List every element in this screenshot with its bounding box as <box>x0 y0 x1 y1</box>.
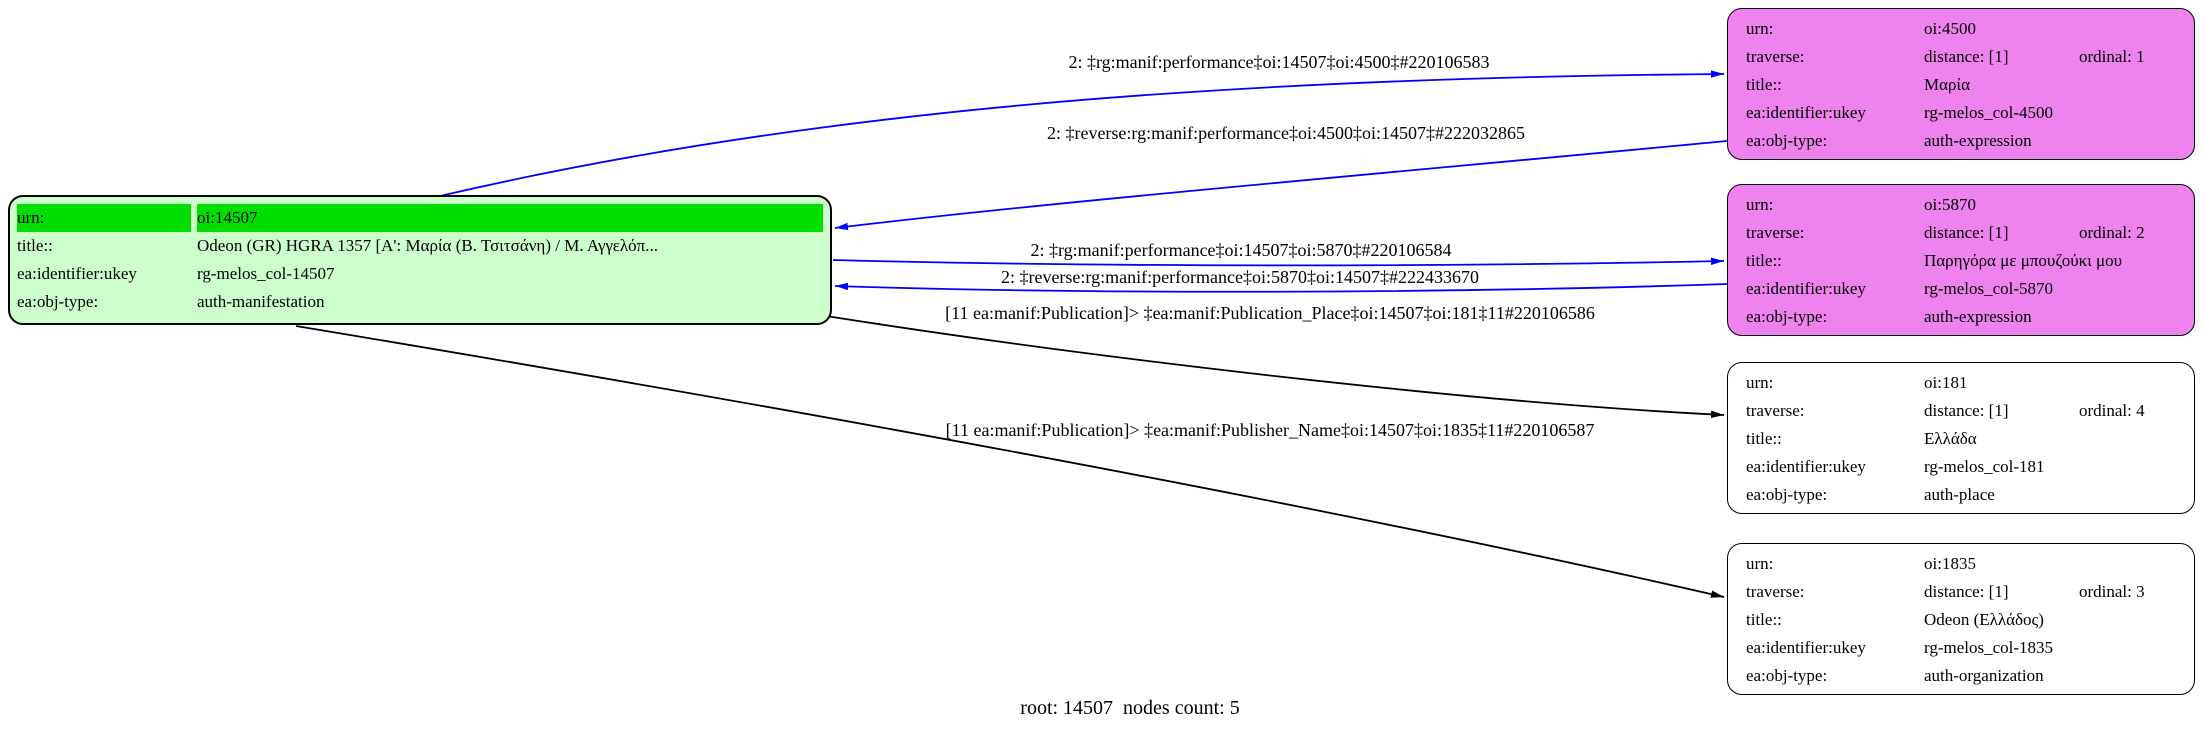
edge-reverse-performance-5870 <box>834 282 1728 293</box>
edge-label-reverse-performance-5870: 2: ‡reverse:rg:manif:performance‡oi:5870… <box>1000 267 1480 287</box>
field-value-title: Odeon (Ελλάδος) <box>1924 610 2044 629</box>
field-value-objtype: auth-expression <box>1924 131 2032 150</box>
edge-label-publication-place-181: [11 ea:manif:Publication]> ‡ea:manif:Pub… <box>945 303 1595 323</box>
field-label-ukey: ea:identifier:ukey <box>17 264 137 283</box>
field-value-title: Ελλάδα <box>1924 429 1977 448</box>
field-value-urn: oi:4500 <box>1924 19 1976 38</box>
edge-label-performance-4500: 2: ‡rg:manif:performance‡oi:14507‡oi:450… <box>1068 52 1490 72</box>
field-label-urn: urn: <box>17 204 191 232</box>
edge-performance-4500 <box>439 70 1725 197</box>
field-label-urn: urn: <box>1746 19 1774 38</box>
edge-publication-place-181 <box>825 315 1725 419</box>
edge-label-performance-5870: 2: ‡rg:manif:performance‡oi:14507‡oi:587… <box>1030 240 1452 260</box>
field-label-traverse: traverse: <box>1746 47 1805 66</box>
field-label-title: title:: <box>17 236 53 255</box>
traverse-distance: distance: [1] <box>1924 223 2009 242</box>
node-1835[interactable]: urn: oi:1835 traverse: distance: [1] ordi… <box>1727 543 2195 695</box>
field-label-objtype: ea:obj-type: <box>1746 666 1828 685</box>
edge-reverse-performance-4500 <box>834 140 1728 231</box>
field-label-title: title:: <box>1746 75 1782 94</box>
field-label-urn: urn: <box>1746 373 1774 392</box>
field-label-objtype: ea:obj-type: <box>1746 307 1828 326</box>
field-value-title: Μαρία <box>1924 75 1970 94</box>
field-label-title: title:: <box>1746 251 1782 270</box>
node-4500[interactable]: urn: oi:4500 traverse: distance: [1] ordi… <box>1727 8 2195 160</box>
field-value-urn: oi:14507 <box>197 204 823 232</box>
field-value-objtype: auth-organization <box>1924 666 2044 685</box>
field-label-objtype: ea:obj-type: <box>1746 485 1828 504</box>
field-label-ukey: ea:identifier:ukey <box>1746 279 1866 298</box>
field-label-traverse: traverse: <box>1746 401 1805 420</box>
traverse-distance: distance: [1] <box>1924 401 2009 420</box>
traverse-ordinal: ordinal: 4 <box>2079 401 2145 420</box>
node-181[interactable]: urn: oi:181 traverse: distance: [1] ordin… <box>1727 362 2195 514</box>
field-label-ukey: ea:identifier:ukey <box>1746 103 1866 122</box>
node-14507[interactable]: urn: oi:14507 title:: Odeon (GR) HGRA 13… <box>8 195 832 325</box>
field-value-traverse: distance: [1] ordinal: 1 <box>1924 43 2180 71</box>
field-value-ukey: rg-melos_col-4500 <box>1924 103 2054 122</box>
field-label-ukey: ea:identifier:ukey <box>1746 457 1866 476</box>
field-value-traverse: distance: [1] ordinal: 2 <box>1924 219 2180 247</box>
edge-publisher-name-1835 <box>295 325 1725 598</box>
traverse-distance: distance: [1] <box>1924 47 2009 66</box>
edge-label-reverse-performance-4500: 2: ‡reverse:rg:manif:performance‡oi:4500… <box>1046 123 1526 143</box>
field-value-objtype: auth-manifestation <box>197 292 325 311</box>
edge-label-publisher-name-1835: [11 ea:manif:Publication]> ‡ea:manif:Pub… <box>945 420 1595 440</box>
field-value-urn: oi:1835 <box>1924 554 1976 573</box>
field-value-traverse: distance: [1] ordinal: 4 <box>1924 397 2180 425</box>
node-5870[interactable]: urn: oi:5870 traverse: distance: [1] ordi… <box>1727 184 2195 336</box>
field-value-objtype: auth-expression <box>1924 307 2032 326</box>
traverse-distance: distance: [1] <box>1924 582 2009 601</box>
field-label-objtype: ea:obj-type: <box>1746 131 1828 150</box>
graph-caption: root: 14507 nodes count: 5 <box>1020 697 1240 719</box>
field-value-ukey: rg-melos_col-5870 <box>1924 279 2054 298</box>
field-value-title: Παρηγόρα με μπουζούκι μου <box>1924 251 2123 270</box>
field-value-ukey: rg-melos_col-1835 <box>1924 638 2054 657</box>
field-value-ukey: rg-melos_col-181 <box>1924 457 2045 476</box>
field-label-objtype: ea:obj-type: <box>17 292 99 311</box>
field-label-traverse: traverse: <box>1746 223 1805 242</box>
field-label-traverse: traverse: <box>1746 582 1805 601</box>
traverse-ordinal: ordinal: 2 <box>2079 223 2145 242</box>
field-value-traverse: distance: [1] ordinal: 3 <box>1924 578 2180 606</box>
traverse-ordinal: ordinal: 3 <box>2079 582 2145 601</box>
field-value-urn: oi:5870 <box>1924 195 1976 214</box>
field-label-title: title:: <box>1746 610 1782 629</box>
field-value-title: Odeon (GR) HGRA 1357 [Α': Μαρία (Β. Τσιτ… <box>197 236 658 255</box>
traverse-ordinal: ordinal: 1 <box>2079 47 2145 66</box>
field-value-objtype: auth-place <box>1924 485 1995 504</box>
edge-performance-5870 <box>832 257 1725 267</box>
field-label-title: title:: <box>1746 429 1782 448</box>
field-label-urn: urn: <box>1746 195 1774 214</box>
field-value-urn: oi:181 <box>1924 373 1968 392</box>
field-label-urn: urn: <box>1746 554 1774 573</box>
field-value-ukey: rg-melos_col-14507 <box>197 264 335 283</box>
field-label-ukey: ea:identifier:ukey <box>1746 638 1866 657</box>
